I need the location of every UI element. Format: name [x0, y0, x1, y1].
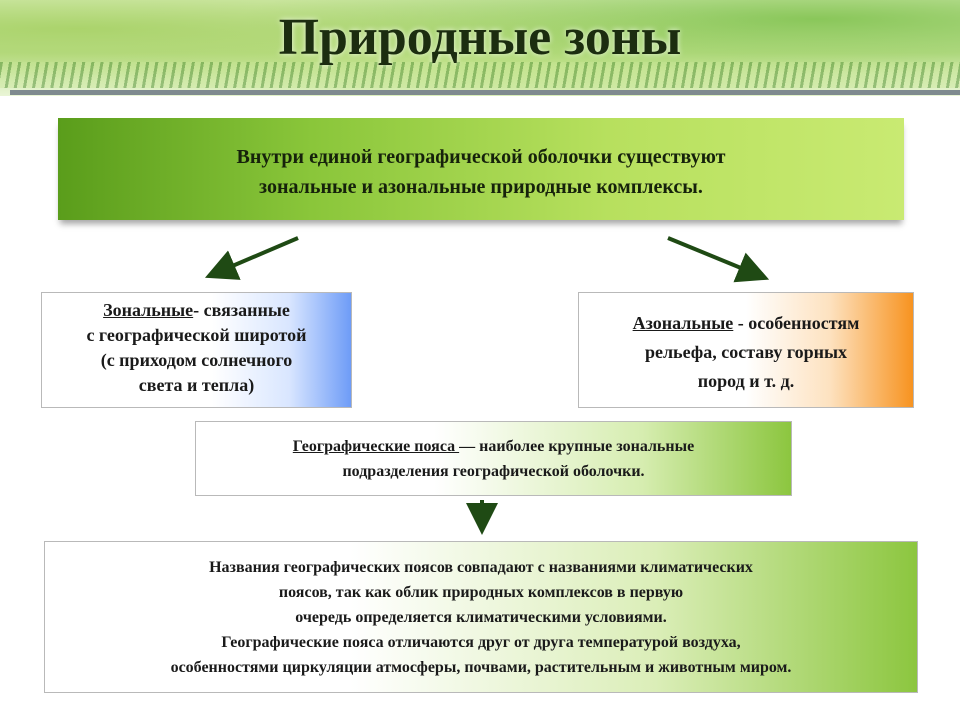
intro-banner-line-2: зональные и азональные природные комплек…: [259, 176, 703, 198]
zonal-term: Зональные: [103, 300, 194, 320]
azonal-line-1-rest: - особенностям: [733, 313, 860, 333]
names-line-4: Географические пояса отличаются друг от …: [221, 634, 741, 651]
header-divider: [10, 90, 960, 95]
azonal-line-1: Азональные - особенностям: [579, 309, 913, 338]
azonal-line-3: пород и т. д.: [697, 371, 795, 391]
intro-banner-line-1: Внутри единой географической оболочки су…: [236, 146, 726, 168]
intro-banner: Внутри единой географической оболочки су…: [58, 118, 904, 220]
belts-line-1-rest: — наиболее крупные зональные: [459, 438, 695, 455]
zonal-complexes-box: Зональные- связанные с географической ши…: [41, 292, 352, 408]
azonal-complexes-box: Азональные - особенностям рельефа, соста…: [578, 292, 914, 408]
belts-term: Географические пояса: [292, 438, 460, 455]
names-line-1: Названия географических поясов совпадают…: [209, 559, 753, 576]
belt-names-box: Названия географических поясов совпадают…: [44, 541, 918, 693]
names-line-5: особенностями циркуляции атмосферы, почв…: [170, 659, 792, 676]
geographic-belts-box: Географические пояса — наиболее крупные …: [195, 421, 792, 496]
zonal-line-1: Зональные- связанные: [42, 298, 351, 323]
belts-line-2: подразделения географической оболочки.: [342, 463, 645, 480]
page-title: Природные зоны: [278, 9, 682, 66]
azonal-term: Азональные: [632, 313, 734, 333]
arrow-to-azonal: [667, 236, 770, 283]
names-line-2: поясов, так как облик природных комплекс…: [278, 584, 684, 601]
names-line-3: очередь определяется климатическими усло…: [295, 609, 667, 626]
zonal-line-4: света и тепла): [138, 375, 255, 395]
arrow-to-zonal: [204, 236, 299, 280]
zonal-line-1-rest: - связанные: [193, 300, 290, 320]
belts-line-1: Географические пояса — наиболее крупные …: [196, 434, 791, 459]
azonal-line-2: рельефа, составу горных: [644, 342, 848, 362]
zonal-line-3: (с приходом солнечного: [100, 350, 293, 370]
header-leaf-band: [0, 62, 960, 88]
zonal-line-2: с географической широтой: [86, 325, 307, 345]
